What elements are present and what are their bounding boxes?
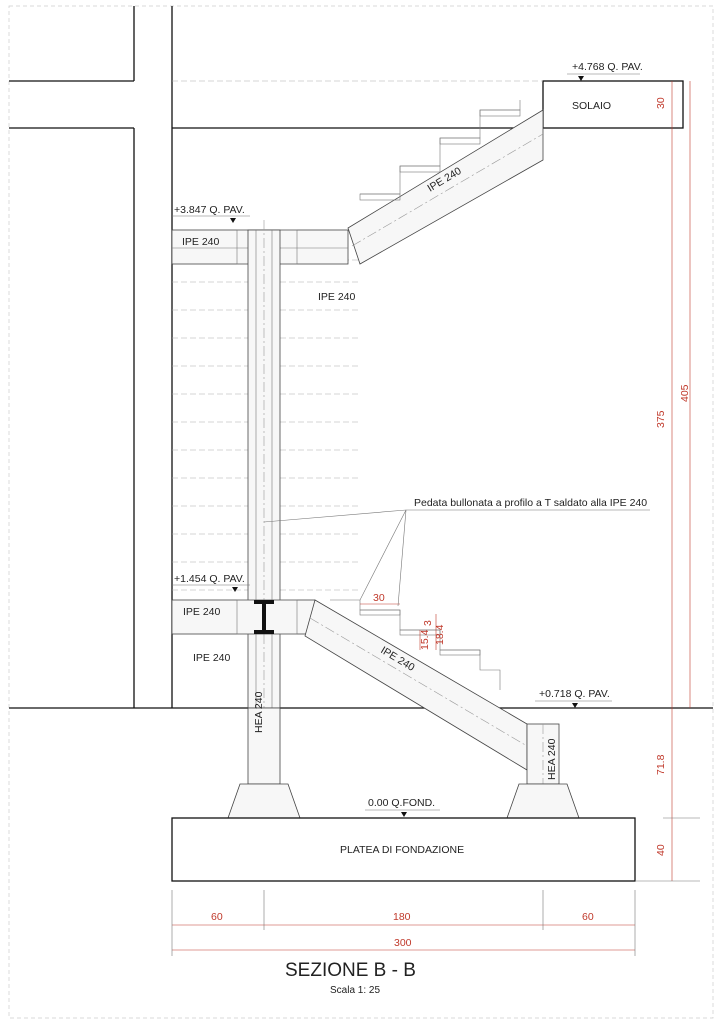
platea-label: PLATEA DI FONDAZIONE <box>340 844 464 856</box>
left-hea-column <box>247 707 281 785</box>
ipe-lower-landing-label: IPE 240 <box>183 606 221 618</box>
horizontal-dimensions <box>171 890 636 956</box>
dim-step-riser-a: 3 <box>422 620 434 626</box>
dim-total-height: 405 <box>679 384 691 402</box>
dim-platea-thickness: 40 <box>655 844 667 856</box>
vertical-dimensions <box>635 81 700 882</box>
base-plates <box>227 783 580 819</box>
drawing-scale: Scala 1: 25 <box>330 985 380 996</box>
step-dimensions <box>360 603 437 650</box>
dim-span-left: 60 <box>211 911 223 923</box>
lower-stair-flight <box>304 599 528 771</box>
level-floor-label: +0.718 Q. PAV. <box>539 688 610 700</box>
ipe-column-label: IPE 240 <box>318 291 356 303</box>
dim-flight-height: 375 <box>655 410 667 428</box>
lower-landing <box>171 599 316 635</box>
dim-span-total: 300 <box>394 937 412 949</box>
note-label: Pedata bullonata a profilo a T saldato a… <box>414 497 647 509</box>
dim-solaio-thickness: 30 <box>655 97 667 109</box>
dim-floor-to-foundation: 71.8 <box>655 754 667 775</box>
dim-span-middle: 180 <box>393 911 411 923</box>
right-column <box>526 723 560 820</box>
dim-span-right: 60 <box>582 911 594 923</box>
dim-step-riser-c: 18.4 <box>434 624 446 645</box>
level-landing-lower-label: +1.454 Q. PAV. <box>174 573 245 585</box>
level-foundation-label: 0.00 Q.FOND. <box>368 797 435 809</box>
building-walls <box>9 6 713 709</box>
sheet-frame <box>8 5 714 1019</box>
dim-step-riser-b: 15.4 <box>419 629 431 650</box>
level-markers <box>172 73 640 817</box>
drawing-title: SEZIONE B - B <box>285 960 416 981</box>
level-top-label: +4.768 Q. PAV. <box>572 61 643 73</box>
solaio-label: SOLAIO <box>572 100 611 112</box>
upper-stair-flight <box>347 100 544 265</box>
note-leaders <box>263 509 650 607</box>
ipe-upper-landing-label: IPE 240 <box>182 236 220 248</box>
level-landing-upper-label: +3.847 Q. PAV. <box>174 204 245 216</box>
dim-step-tread: 30 <box>373 592 385 604</box>
hea-left-label: HEA 240 <box>253 691 265 733</box>
solaio-slab <box>542 80 684 129</box>
ipe-column-section-label: IPE 240 <box>193 652 231 664</box>
foundation-slab <box>171 817 636 882</box>
hea-right-label: HEA 240 <box>546 738 558 780</box>
